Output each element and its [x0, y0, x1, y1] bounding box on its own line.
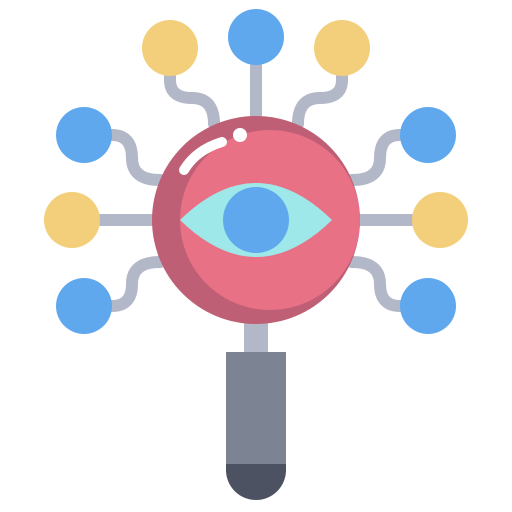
connector-lower-left — [78, 256, 166, 312]
magnifier-handle — [226, 352, 286, 500]
network-nodes — [44, 9, 468, 334]
connector-top-left — [164, 44, 220, 130]
node-middle-left — [44, 192, 100, 248]
magnifier-neck — [244, 318, 268, 356]
node-top-left — [142, 20, 198, 76]
node-top-right — [314, 20, 370, 76]
node-middle-right — [412, 192, 468, 248]
connector-upper-right — [346, 129, 434, 186]
node-lower-right — [400, 278, 456, 334]
node-top-center — [228, 9, 284, 65]
node-lower-left — [56, 278, 112, 334]
node-upper-left — [56, 107, 112, 163]
connector-upper-left — [78, 129, 166, 186]
handle-body — [226, 352, 286, 464]
eye-icon — [180, 183, 332, 257]
connector-lower-right — [346, 256, 434, 312]
lens-highlight — [179, 137, 227, 175]
handle-cap — [226, 462, 286, 500]
node-upper-right — [400, 107, 456, 163]
connector-top-right — [292, 44, 348, 130]
lens-highlight-dot — [233, 128, 247, 142]
eye-pupil — [223, 187, 289, 253]
